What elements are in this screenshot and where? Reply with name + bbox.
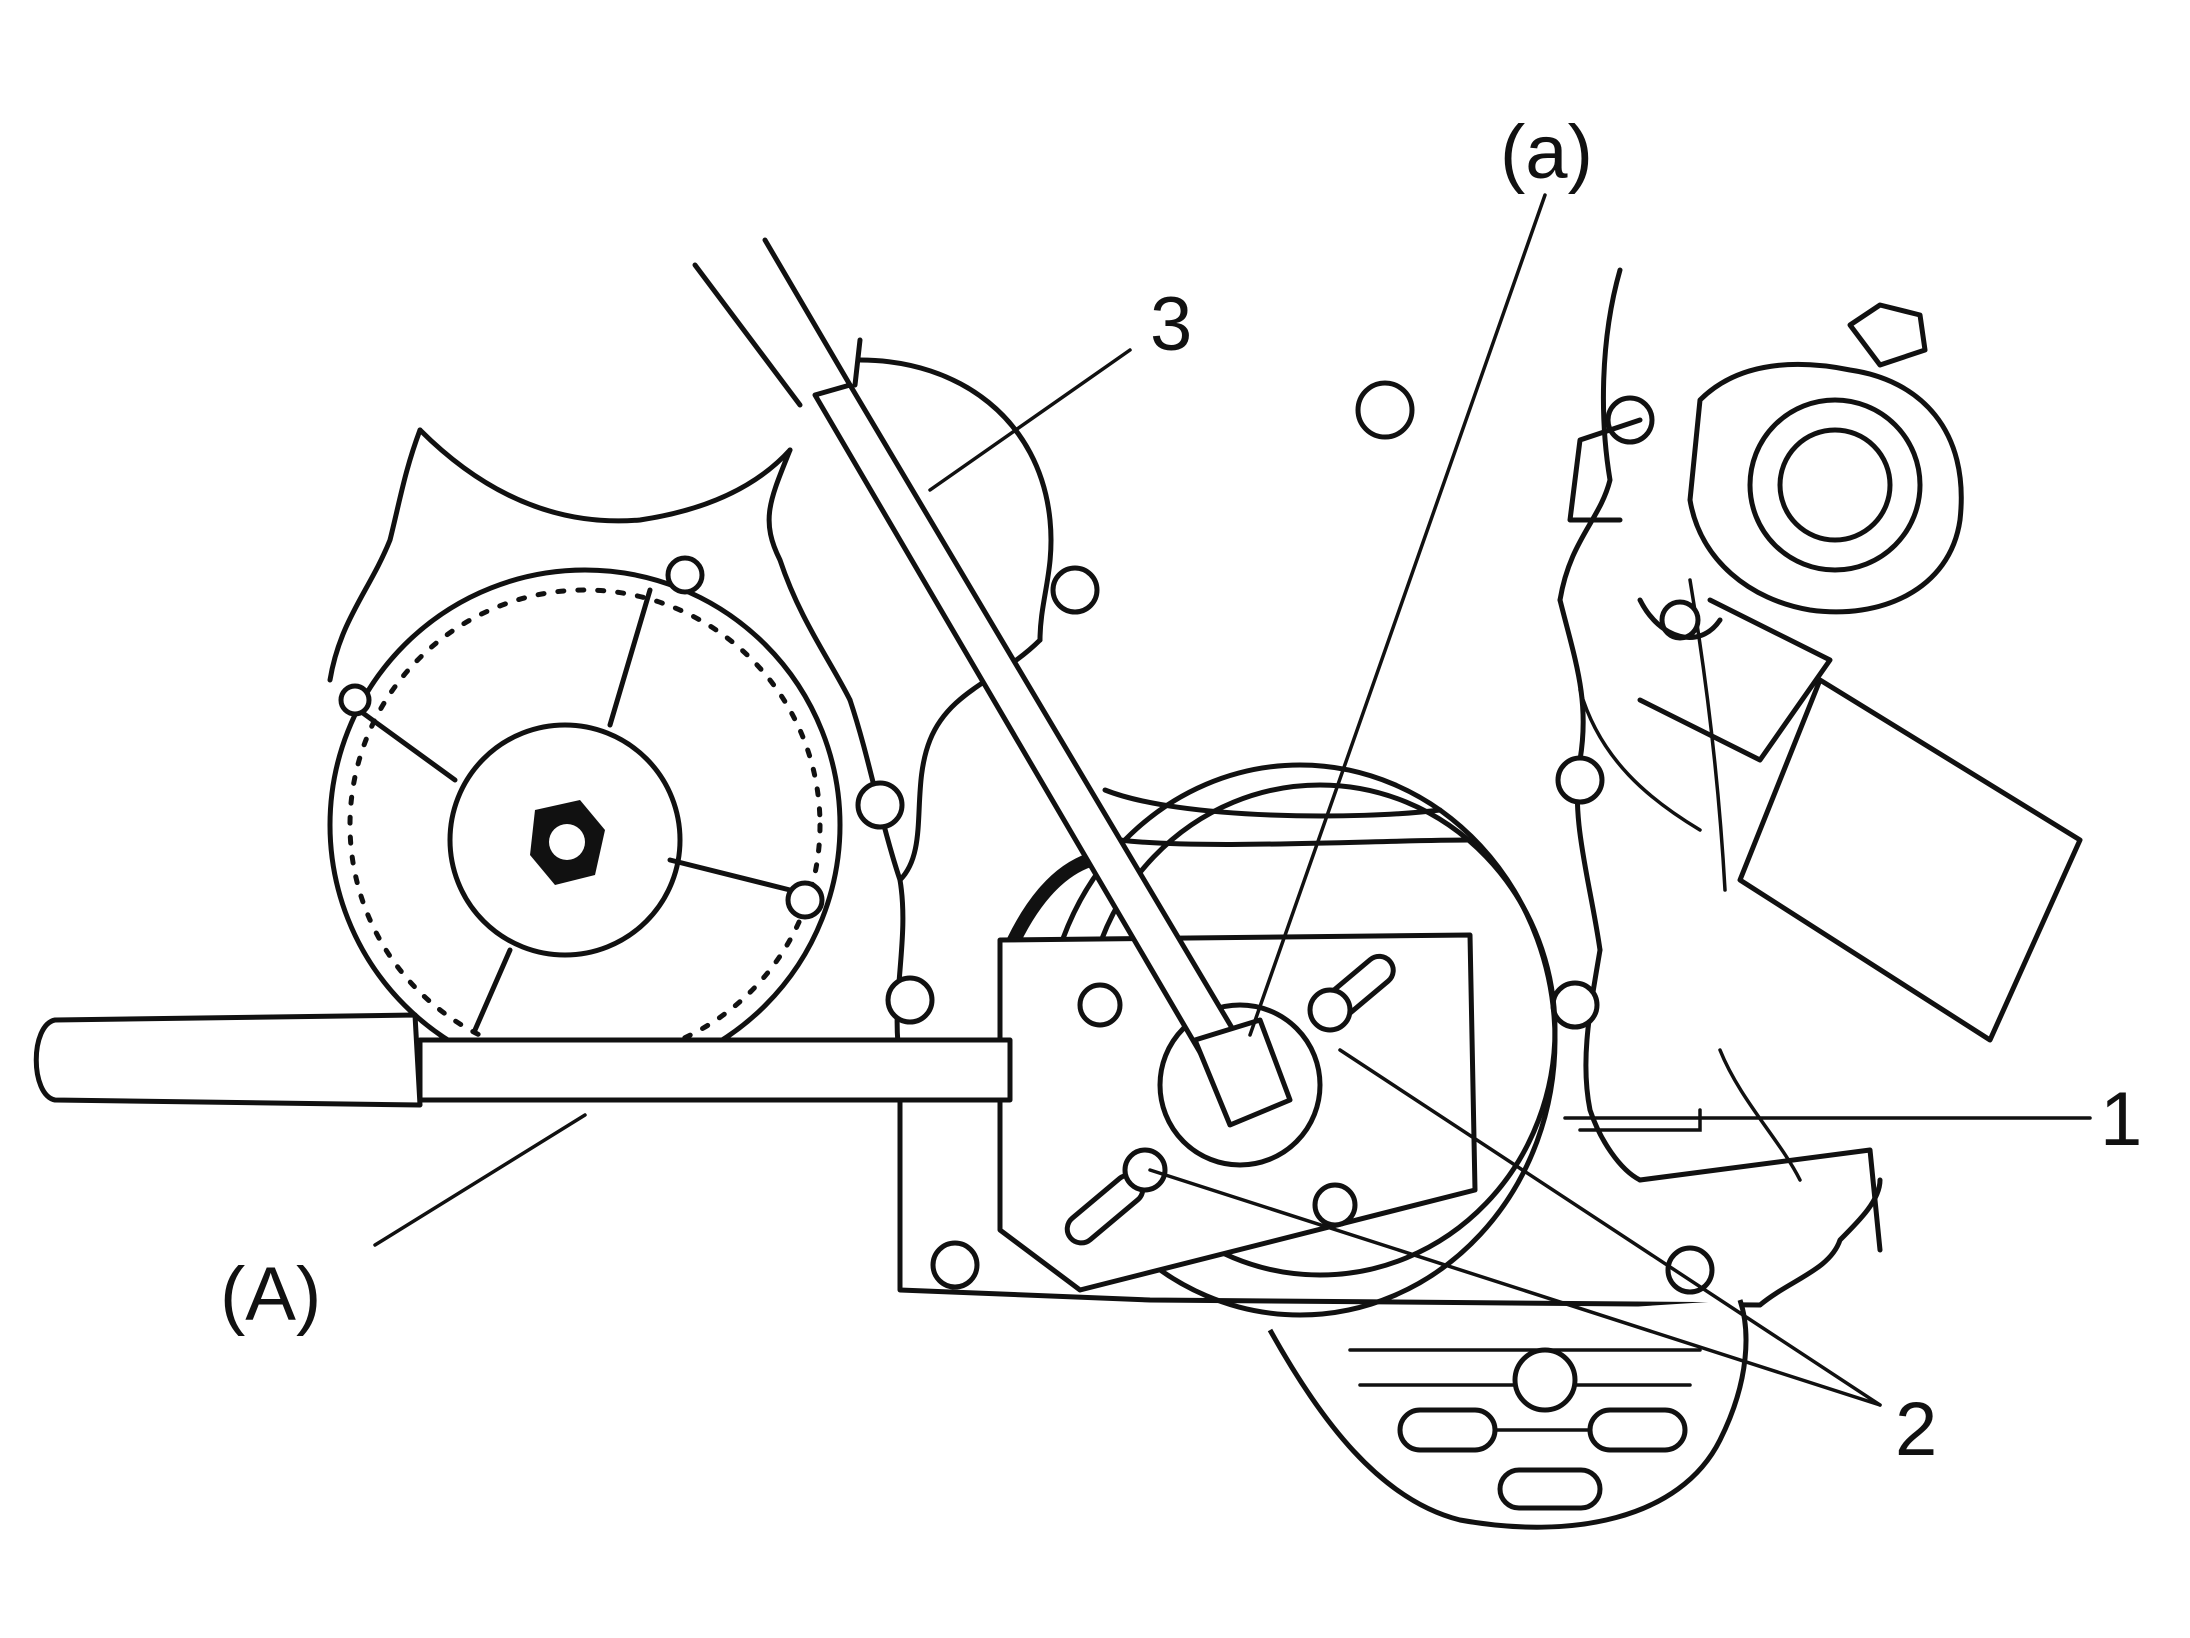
label-A: (A): [220, 1252, 321, 1337]
label-1: 1: [2100, 1077, 2142, 1162]
timing-gear: [327, 555, 843, 1083]
leader-line-3: [928, 348, 1132, 492]
block-bolt-holes: [855, 380, 1715, 1295]
leader-line-2a: [1338, 1048, 1882, 1407]
leader-line-A: [373, 1113, 587, 1247]
special-tool-handle: [33, 1012, 1013, 1108]
leader-line-2b: [1148, 1168, 1882, 1407]
sensor-unit: [1567, 302, 2083, 1043]
label-2: 2: [1895, 1387, 1937, 1472]
leader-line-a: [1248, 193, 1547, 1037]
label-3: 3: [1150, 282, 1192, 367]
leader-lines: [373, 193, 2092, 1407]
breaker-bar: [692, 237, 1293, 1128]
lower-cover: [1267, 1299, 1749, 1530]
label-a: (a): [1500, 110, 1593, 195]
